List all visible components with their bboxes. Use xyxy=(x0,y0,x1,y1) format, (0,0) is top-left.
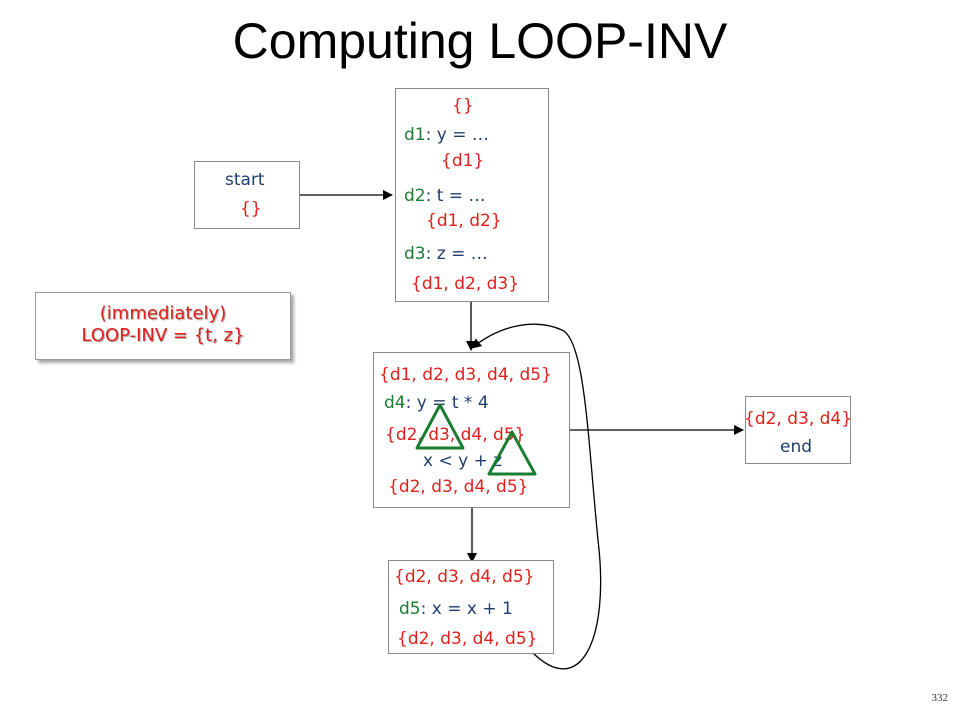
block3-in-set: {d2, d3, d4, d5} xyxy=(394,567,535,587)
block-d1-d2-d3: {} d1: y = … {d1} d2: t = … {d1, d2} d3:… xyxy=(395,88,549,302)
slide-title: Computing LOOP-INV xyxy=(232,13,728,69)
stmt-d2: d2: t = … xyxy=(404,186,485,206)
d3-label: d3 xyxy=(404,244,426,264)
loop-inv-callout: (immediately) LOOP-INV = {t, z} xyxy=(35,292,291,360)
loop-block: {d1, d2, d3, d4, d5} d4: y = t * 4 {d2, … xyxy=(373,352,570,508)
d2-label: d2 xyxy=(404,186,426,206)
block1-after-d2: {d1, d2} xyxy=(426,211,502,231)
loop-condition: x < y + z xyxy=(423,451,503,471)
d1-label: d1 xyxy=(404,125,426,145)
edge-back-block3-to-loop xyxy=(471,323,602,670)
stmt-d4: d4: y = t * 4 xyxy=(384,393,489,413)
stmt-d5: d5: x = x + 1 xyxy=(399,599,513,619)
triangle-z-marker xyxy=(487,430,537,476)
triangle-t-marker xyxy=(415,403,465,450)
start-out-set: {} xyxy=(240,199,262,219)
loop-after-cond: {d2, d3, d4, d5} xyxy=(388,477,529,497)
page-number: 332 xyxy=(931,692,949,704)
block1-in-set: {} xyxy=(452,96,474,116)
block3-out-set: {d2, d3, d4, d5} xyxy=(397,629,538,649)
start-block: start {} xyxy=(194,161,300,229)
block-d5: {d2, d3, d4, d5} d5: x = x + 1 {d2, d3, … xyxy=(388,560,554,654)
d2-expr: : t = … xyxy=(425,186,486,206)
d4-expr: : y = t * 4 xyxy=(405,393,489,413)
stmt-d3: d3: z = … xyxy=(404,244,488,264)
d3-expr: : z = … xyxy=(425,244,488,264)
stmt-d1: d1: y = … xyxy=(404,125,489,145)
loop-in-set: {d1, d2, d3, d4, d5} xyxy=(379,365,552,385)
block1-after-d1: {d1} xyxy=(441,151,485,171)
d5-expr: : x = x + 1 xyxy=(420,599,513,619)
callout-line1: (immediately) xyxy=(99,303,227,324)
end-label: end xyxy=(780,437,813,457)
d1-expr: : y = … xyxy=(425,125,489,145)
d5-label: d5 xyxy=(399,599,421,619)
block1-after-d3: {d1, d2, d3} xyxy=(411,274,520,294)
start-label: start xyxy=(225,170,265,190)
end-in-set: {d2, d3, d4} xyxy=(744,409,853,429)
callout-line2: LOOP-INV = {t, z} xyxy=(81,325,245,346)
d4-label: d4 xyxy=(384,393,406,413)
end-block: {d2, d3, d4} end xyxy=(744,396,853,464)
